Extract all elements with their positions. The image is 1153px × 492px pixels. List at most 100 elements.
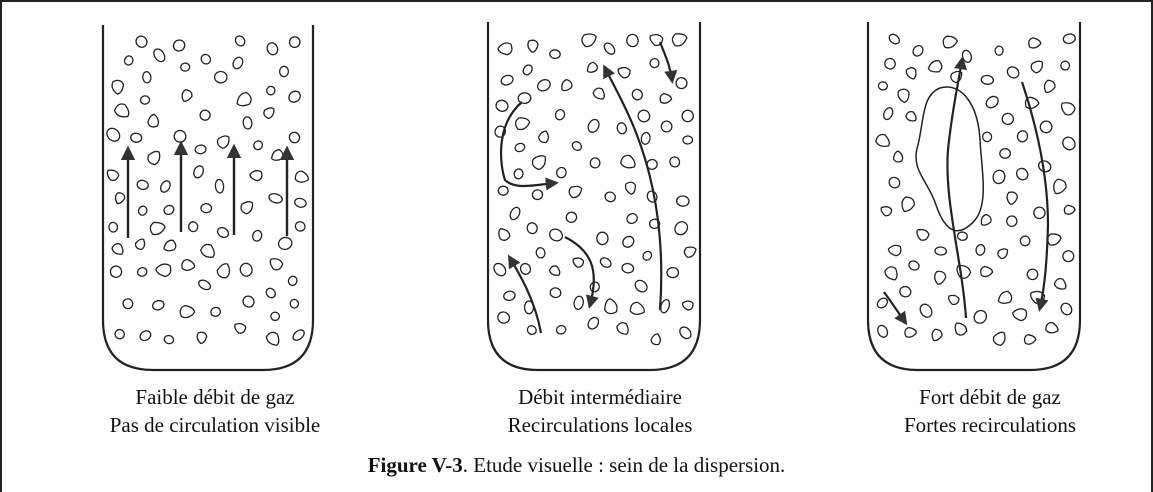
gas-bubble bbox=[151, 299, 165, 311]
gas-bubble bbox=[526, 222, 538, 235]
gas-bubble bbox=[277, 236, 293, 251]
gas-bubble bbox=[531, 189, 544, 201]
gas-bubble bbox=[1037, 160, 1052, 173]
gas-bubble bbox=[994, 45, 1004, 56]
gas-bubble bbox=[927, 60, 943, 73]
gas-bubble bbox=[659, 92, 673, 104]
gas-bubble bbox=[640, 131, 651, 145]
diagram bbox=[101, 22, 1082, 372]
gas-bubble bbox=[269, 258, 284, 271]
gas-bubble bbox=[200, 243, 215, 258]
gas-bubble bbox=[142, 71, 152, 84]
gas-bubble bbox=[616, 322, 629, 335]
gas-bubble bbox=[270, 149, 284, 161]
gas-bubble bbox=[629, 301, 645, 315]
gas-bubble bbox=[111, 79, 125, 95]
gas-bubble bbox=[875, 133, 890, 148]
gas-bubble bbox=[549, 287, 562, 299]
gas-bubble bbox=[1023, 334, 1037, 345]
gas-bubble bbox=[536, 79, 551, 92]
gas-bubble bbox=[139, 330, 152, 342]
gas-bubble bbox=[1001, 112, 1015, 126]
gas-bubble bbox=[1045, 321, 1059, 334]
gas-bubble bbox=[1006, 215, 1018, 228]
gas-bubble bbox=[992, 169, 1006, 185]
column-3-outline bbox=[866, 22, 1082, 372]
gas-bubble bbox=[163, 334, 175, 345]
gas-bubble bbox=[596, 231, 609, 246]
gas-bubble bbox=[572, 257, 585, 268]
gas-bubble bbox=[106, 127, 121, 142]
arrows-column-1 bbox=[120, 140, 295, 238]
gas-bubble bbox=[646, 190, 658, 203]
curved-arrow bbox=[658, 41, 678, 84]
column-3-caption: Fort débit de gaz Fortes recirculations bbox=[840, 383, 1140, 439]
gas-bubble bbox=[517, 92, 532, 105]
gas-bubble bbox=[556, 166, 567, 179]
caption-line-2: Pas de circulation visible bbox=[109, 413, 321, 437]
column-1-caption: Faible débit de gaz Pas de circulation v… bbox=[50, 383, 380, 439]
gas-bubble bbox=[956, 264, 972, 279]
gas-bubble bbox=[288, 36, 301, 49]
gas-bubble bbox=[884, 57, 896, 70]
gas-bubble bbox=[587, 118, 600, 133]
gas-bubble bbox=[1062, 33, 1076, 45]
gas-bubble bbox=[675, 76, 688, 90]
curved-arrow bbox=[564, 236, 599, 309]
column-2-caption: Débit intermédiaire Recirculations local… bbox=[440, 383, 760, 439]
gas-bubble bbox=[193, 165, 205, 179]
gas-bubble bbox=[234, 322, 247, 334]
gas-bubble bbox=[626, 212, 638, 225]
gas-bubble bbox=[1043, 79, 1056, 94]
gas-bubble bbox=[196, 331, 208, 345]
gas-bubble bbox=[1039, 120, 1053, 134]
gas-bubble bbox=[519, 262, 532, 275]
curved-arrow bbox=[1020, 81, 1050, 312]
gas-bubble bbox=[649, 57, 660, 69]
gas-bubble bbox=[210, 306, 222, 317]
gas-bubble bbox=[242, 116, 253, 130]
gas-bubble bbox=[905, 110, 917, 122]
gas-bubble bbox=[266, 42, 279, 56]
gas-bubble bbox=[620, 154, 636, 169]
caption-line-2: Recirculations locales bbox=[507, 413, 693, 437]
gas-bubble bbox=[249, 169, 263, 182]
gas-bubble bbox=[194, 144, 207, 155]
gas-bubble bbox=[1028, 37, 1042, 49]
gas-bubble bbox=[934, 246, 948, 256]
gas-bubble bbox=[549, 49, 561, 60]
gas-bubble bbox=[616, 122, 627, 135]
gas-bubble bbox=[495, 99, 509, 112]
gas-bubble bbox=[997, 248, 1009, 260]
gas-bubble bbox=[287, 275, 298, 286]
gas-bubble bbox=[179, 304, 196, 319]
gas-bubble bbox=[135, 35, 148, 48]
large-bubble bbox=[915, 86, 984, 232]
gas-bubble bbox=[531, 155, 547, 171]
gas-bubble bbox=[497, 42, 513, 56]
gas-bubble bbox=[942, 35, 958, 49]
gas-bubble bbox=[992, 331, 1006, 347]
gas-bubble bbox=[599, 257, 612, 268]
gas-bubble bbox=[109, 265, 123, 278]
gas-bubble bbox=[554, 109, 566, 121]
gas-bubble bbox=[985, 95, 999, 109]
gas-bubble bbox=[621, 262, 635, 274]
caption-line-1: Fort débit de gaz bbox=[919, 385, 1061, 409]
curved-arrow bbox=[603, 64, 663, 311]
gas-bubble bbox=[555, 324, 567, 335]
gas-bubble bbox=[587, 316, 600, 330]
gas-bubble bbox=[503, 290, 516, 302]
gas-bubble bbox=[892, 150, 904, 163]
gas-bubble bbox=[548, 228, 564, 242]
gas-bubble bbox=[137, 205, 148, 216]
gas-bubble bbox=[513, 168, 524, 180]
gas-bubble bbox=[1030, 60, 1044, 74]
gas-bubble bbox=[216, 226, 230, 239]
gas-bubble bbox=[494, 125, 507, 138]
gas-bubble bbox=[888, 33, 900, 45]
gas-bubble bbox=[538, 130, 550, 144]
curved-arrow bbox=[946, 56, 968, 319]
gas-bubble bbox=[901, 196, 915, 212]
